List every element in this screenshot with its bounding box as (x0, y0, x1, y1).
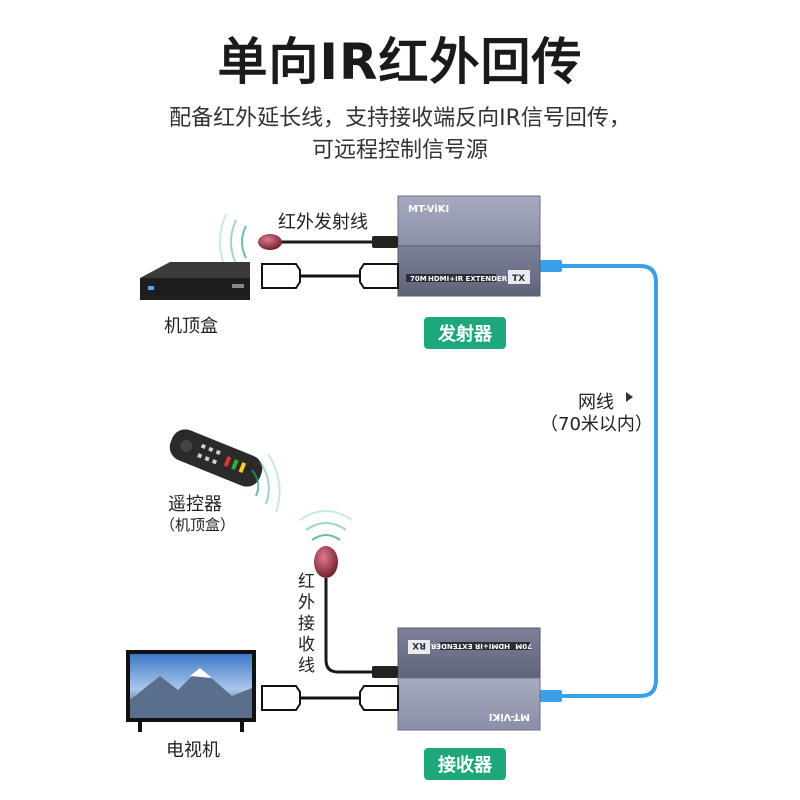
set-top-box-label: 机顶盒 (164, 316, 218, 337)
ir-emitter-label: 红外发射线 (278, 212, 368, 233)
page-title: 单向IR红外回传 (217, 33, 583, 91)
subtitle-line-2: 可远程控制信号源 (311, 138, 488, 163)
transmitter-range: 70M (410, 275, 427, 283)
receiver-device (397, 627, 541, 731)
transmitter-brand: MT-ViKI (408, 204, 449, 215)
receiver-rx: RX (412, 640, 426, 650)
transmitter-model: HDMI+IR EXTENDER (428, 275, 508, 283)
hdmi-cable-top (261, 263, 399, 289)
network-cable-label: 网线 (578, 392, 614, 413)
receiver-badge: 接收器 (424, 748, 506, 780)
receiver-brand: MT-ViKI (489, 711, 530, 722)
receiver-model: HDMI+IR EXTENDER (430, 642, 510, 650)
ir-receiver-head (314, 546, 338, 578)
subtitle-line-1: 配备红外延长线，支持接收端反向IR信号回传， (169, 106, 631, 131)
transmitter-badge: 发射器 (424, 317, 506, 349)
tv-label: 电视机 (166, 740, 220, 761)
hdmi-cable-bottom (261, 685, 399, 711)
ir-emitter-head (258, 234, 282, 250)
set-top-box (140, 262, 250, 300)
tv (126, 650, 256, 732)
receiver-range: 70M (515, 642, 532, 650)
transmitter-tx: TX (512, 274, 525, 284)
remote-label: 遥控器 (168, 494, 222, 515)
rj45-plug-bottom (540, 690, 562, 702)
transmitter-device (397, 195, 541, 297)
remote-note: （机顶盒） (160, 516, 236, 534)
network-cable-note: （70米以内） (540, 414, 653, 435)
rj45-plug-top (540, 260, 562, 272)
remote (169, 429, 263, 487)
network-cable (548, 264, 658, 698)
ir-receiver-label: 红外接收线 (294, 572, 314, 677)
play-arrow-icon (626, 392, 633, 402)
ir-receiver-wire (324, 578, 398, 674)
